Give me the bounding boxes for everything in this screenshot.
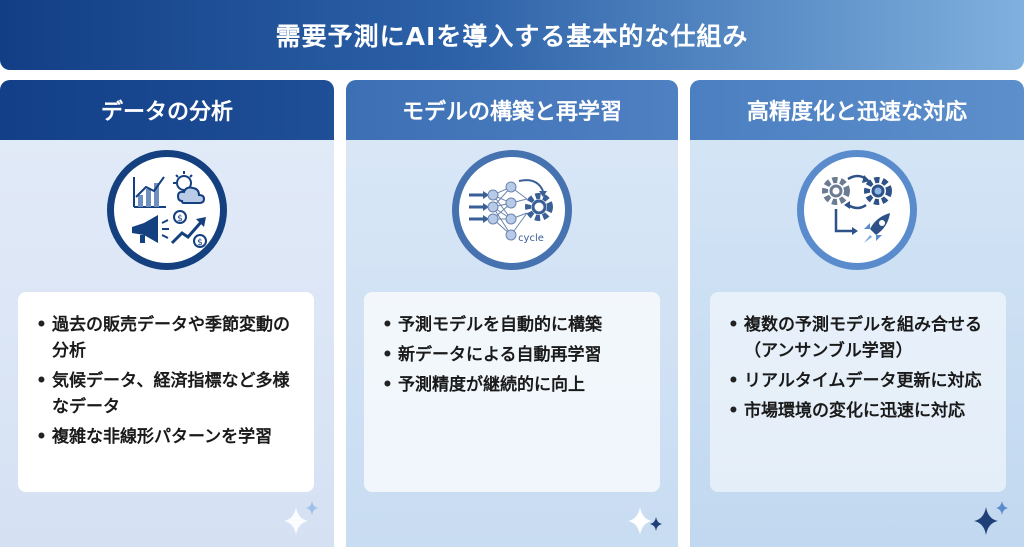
bullet-list-box: 予測モデルを自動的に構築 新データによる自動再学習 予測精度が継続的に向上 <box>364 292 660 492</box>
column-data-analysis: データの分析 <box>0 80 334 547</box>
bullet-list-box: 過去の販売データや季節変動の分析 気候データ、経済指標など多様なデータ 複雑な非… <box>18 292 314 492</box>
megaphone-icon <box>132 215 169 243</box>
list-item: 複数の予測モデルを組み合せる（アンサンブル学習） <box>728 312 990 364</box>
cycle-arrows-icon <box>834 174 870 235</box>
column-header: データの分析 <box>0 80 334 140</box>
page-title: 需要予測にAIを導入する基本的な仕組み <box>275 22 749 51</box>
bullet-list-box: 複数の予測モデルを組み合せる（アンサンブル学習） リアルタイムデータ更新に対応 … <box>710 292 1006 492</box>
rocket-icon <box>864 213 890 243</box>
input-arrows-icon <box>469 191 489 223</box>
gear-icon <box>864 177 892 205</box>
column-header: 高精度化と迅速な対応 <box>690 80 1024 140</box>
list-item: リアルタイムデータ更新に対応 <box>728 368 990 394</box>
column-header-title: 高精度化と迅速な対応 <box>746 100 967 125</box>
list-item: 複雑な非線形パターンを学習 <box>36 424 298 450</box>
sparkle-icon <box>974 501 1008 535</box>
svg-text:$: $ <box>177 214 183 224</box>
list-item: 新データによる自動再学習 <box>382 342 644 368</box>
neural-network-icon <box>487 181 528 241</box>
column-model-building: モデルの構築と再学習 <box>346 80 678 547</box>
title-bar: 需要予測にAIを導入する基本的な仕組み <box>0 0 1024 70</box>
bullet-list: 過去の販売データや季節変動の分析 気候データ、経済指標など多様なデータ 複雑な非… <box>36 312 298 450</box>
sparkle-icon <box>284 501 318 535</box>
column-header: モデルの構築と再学習 <box>346 80 678 140</box>
column-high-accuracy: 高精度化と迅速な対応 <box>690 80 1024 547</box>
data-analysis-icon: $ $ <box>107 150 227 270</box>
list-item: 気候データ、経済指標など多様なデータ <box>36 368 298 420</box>
list-item: 予測精度が継続的に向上 <box>382 372 644 398</box>
growth-arrow-icon: $ $ <box>170 210 207 248</box>
bullet-list: 予測モデルを自動的に構築 新データによる自動再学習 予測精度が継続的に向上 <box>382 312 644 398</box>
gear-icon <box>822 177 850 205</box>
column-header-title: モデルの構築と再学習 <box>401 100 622 125</box>
svg-text:$: $ <box>197 238 203 248</box>
bar-chart-icon <box>133 176 166 208</box>
bullet-list: 複数の予測モデルを組み合せる（アンサンブル学習） リアルタイムデータ更新に対応 … <box>728 312 990 424</box>
weather-icon <box>173 171 206 204</box>
column-header-title: データの分析 <box>100 100 233 125</box>
gears-rocket-icon <box>797 150 917 270</box>
gear-icon <box>525 193 553 221</box>
list-item: 過去の販売データや季節変動の分析 <box>36 312 298 364</box>
cycle-label: cycle <box>518 233 544 244</box>
list-item: 予測モデルを自動的に構築 <box>382 312 644 338</box>
list-item: 市場環境の変化に迅速に対応 <box>728 398 990 424</box>
neural-network-cycle-icon: cycle <box>452 150 572 270</box>
sparkle-icon <box>628 507 662 535</box>
